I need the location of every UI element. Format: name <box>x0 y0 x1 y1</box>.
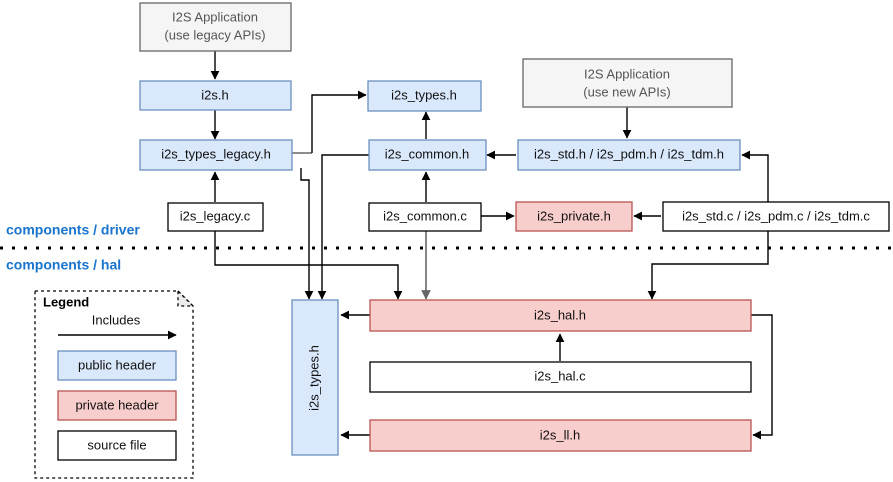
node-app-new[interactable]: I2S Application (use new APIs) <box>522 58 733 108</box>
node-i2s-ll-h-label: i2s_ll.h <box>540 427 580 442</box>
node-i2s-common-c[interactable]: i2s_common.c <box>368 202 482 232</box>
node-i2s-common-h[interactable]: i2s_common.h <box>368 139 487 171</box>
node-i2s-h[interactable]: i2s.h <box>139 80 292 111</box>
node-i2s-types-legacy-h[interactable]: i2s_types_legacy.h <box>139 139 293 171</box>
zone-label-hal: components / hal <box>6 257 121 273</box>
legend-item-source-label: source file <box>87 437 146 452</box>
edge-std-c-to-hal-h <box>647 231 769 300</box>
legend: Legend Includes public header private he… <box>34 289 195 479</box>
zone-label-driver: components / driver <box>6 222 140 238</box>
node-i2s-h-label: i2s.h <box>201 87 228 102</box>
node-i2s-types-h-top[interactable]: i2s_types.h <box>367 80 482 112</box>
node-i2s-hal-h[interactable]: i2s_hal.h <box>369 299 752 332</box>
legend-arrow-label: Includes <box>92 312 141 327</box>
node-i2s-types-h-hal-label: i2s_types.h <box>306 345 321 411</box>
node-i2s-hal-c[interactable]: i2s_hal.c <box>369 361 752 393</box>
legend-title: Legend <box>43 294 89 309</box>
legend-item-public-label: public header <box>78 357 157 372</box>
legend-item-private: private header <box>57 390 177 421</box>
node-i2s-std-h[interactable]: i2s_std.h / i2s_pdm.h / i2s_tdm.h <box>517 139 741 171</box>
node-i2s-types-h-hal[interactable]: i2s_types.h <box>291 299 339 456</box>
node-i2s-ll-h[interactable]: i2s_ll.h <box>369 419 752 452</box>
node-i2s-hal-c-label: i2s_hal.c <box>534 368 586 383</box>
node-i2s-types-h-top-label: i2s_types.h <box>391 87 457 102</box>
node-app-legacy-line1: I2S Application <box>172 9 258 24</box>
legend-item-private-label: private header <box>75 397 159 412</box>
edge-common-h-to-types-hal <box>317 154 374 300</box>
node-i2s-legacy-c-label: i2s_legacy.c <box>180 208 251 223</box>
legend-item-public: public header <box>57 350 177 381</box>
node-i2s-private-h[interactable]: i2s_private.h <box>515 201 633 232</box>
node-i2s-common-h-label: i2s_common.h <box>385 146 470 161</box>
node-i2s-private-h-label: i2s_private.h <box>537 208 611 223</box>
legend-item-source: source file <box>57 430 177 461</box>
node-i2s-std-h-label: i2s_std.h / i2s_pdm.h / i2s_tdm.h <box>534 146 724 161</box>
edge-legacy-c-to-hal-h <box>214 231 403 300</box>
edge-types-legacy-to-types-h <box>311 90 367 153</box>
node-i2s-std-c[interactable]: i2s_std.c / i2s_pdm.c / i2s_tdm.c <box>662 201 890 232</box>
node-i2s-hal-h-label: i2s_hal.h <box>534 307 586 322</box>
edge-hal-h-to-ll-h <box>750 314 773 440</box>
node-app-legacy[interactable]: I2S Application (use legacy APIs) <box>139 2 292 52</box>
node-i2s-common-c-label: i2s_common.c <box>383 208 467 223</box>
node-i2s-legacy-c[interactable]: i2s_legacy.c <box>167 202 264 232</box>
edge-types-legacy-to-types-hal <box>300 168 314 300</box>
node-app-new-line2: (use new APIs) <box>583 84 670 99</box>
node-i2s-types-legacy-h-label: i2s_types_legacy.h <box>161 146 271 161</box>
node-i2s-std-c-label: i2s_std.c / i2s_pdm.c / i2s_tdm.c <box>682 208 870 223</box>
edge-layer <box>210 51 773 440</box>
edge-std-c-to-std-h <box>741 150 769 202</box>
node-app-new-line1: I2S Application <box>584 66 670 81</box>
node-app-legacy-line2: (use legacy APIs) <box>164 27 265 42</box>
